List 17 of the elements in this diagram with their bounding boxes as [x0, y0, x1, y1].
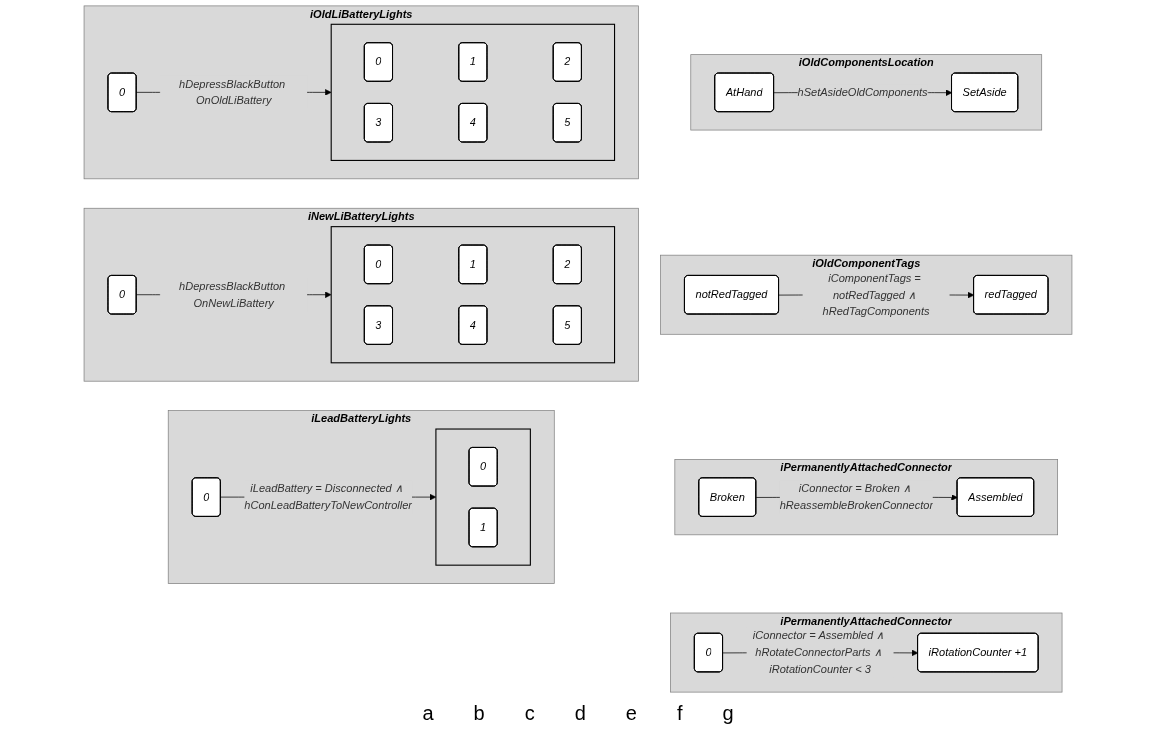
- panel-letter: b: [473, 702, 485, 725]
- panel-letter: c: [524, 702, 535, 725]
- edge-label: hDepressBlackButton OnOldLiBattery: [179, 77, 286, 107]
- panel-letter: a: [422, 702, 434, 725]
- panel-letter: g: [722, 702, 734, 725]
- edge-label: hSetAsideOldComponents: [797, 85, 928, 99]
- edge-label: iLeadBattery = Disconnected ∧ hConLeadBatteryToNewController: [244, 482, 413, 512]
- panel-letter: e: [625, 702, 637, 725]
- edge-label: iConnector = Broken ∧ hReassembleBrokenConnector: [779, 482, 934, 512]
- edge-label: hDepressBlackButton OnNewLiBattery: [179, 279, 286, 309]
- cluster: [330, 23, 616, 161]
- panel-letter: f: [676, 702, 683, 725]
- edge-label: iComponentTags = notRedTagged ∧ hRedTagComponents: [822, 271, 930, 317]
- panel-letter: d: [574, 702, 586, 725]
- edge-label: iConnector = Assembled ∧ hRotateConnectorParts ∧ iRotationCounter < 3: [752, 629, 885, 675]
- cluster: [435, 428, 531, 566]
- cluster: [330, 226, 616, 364]
